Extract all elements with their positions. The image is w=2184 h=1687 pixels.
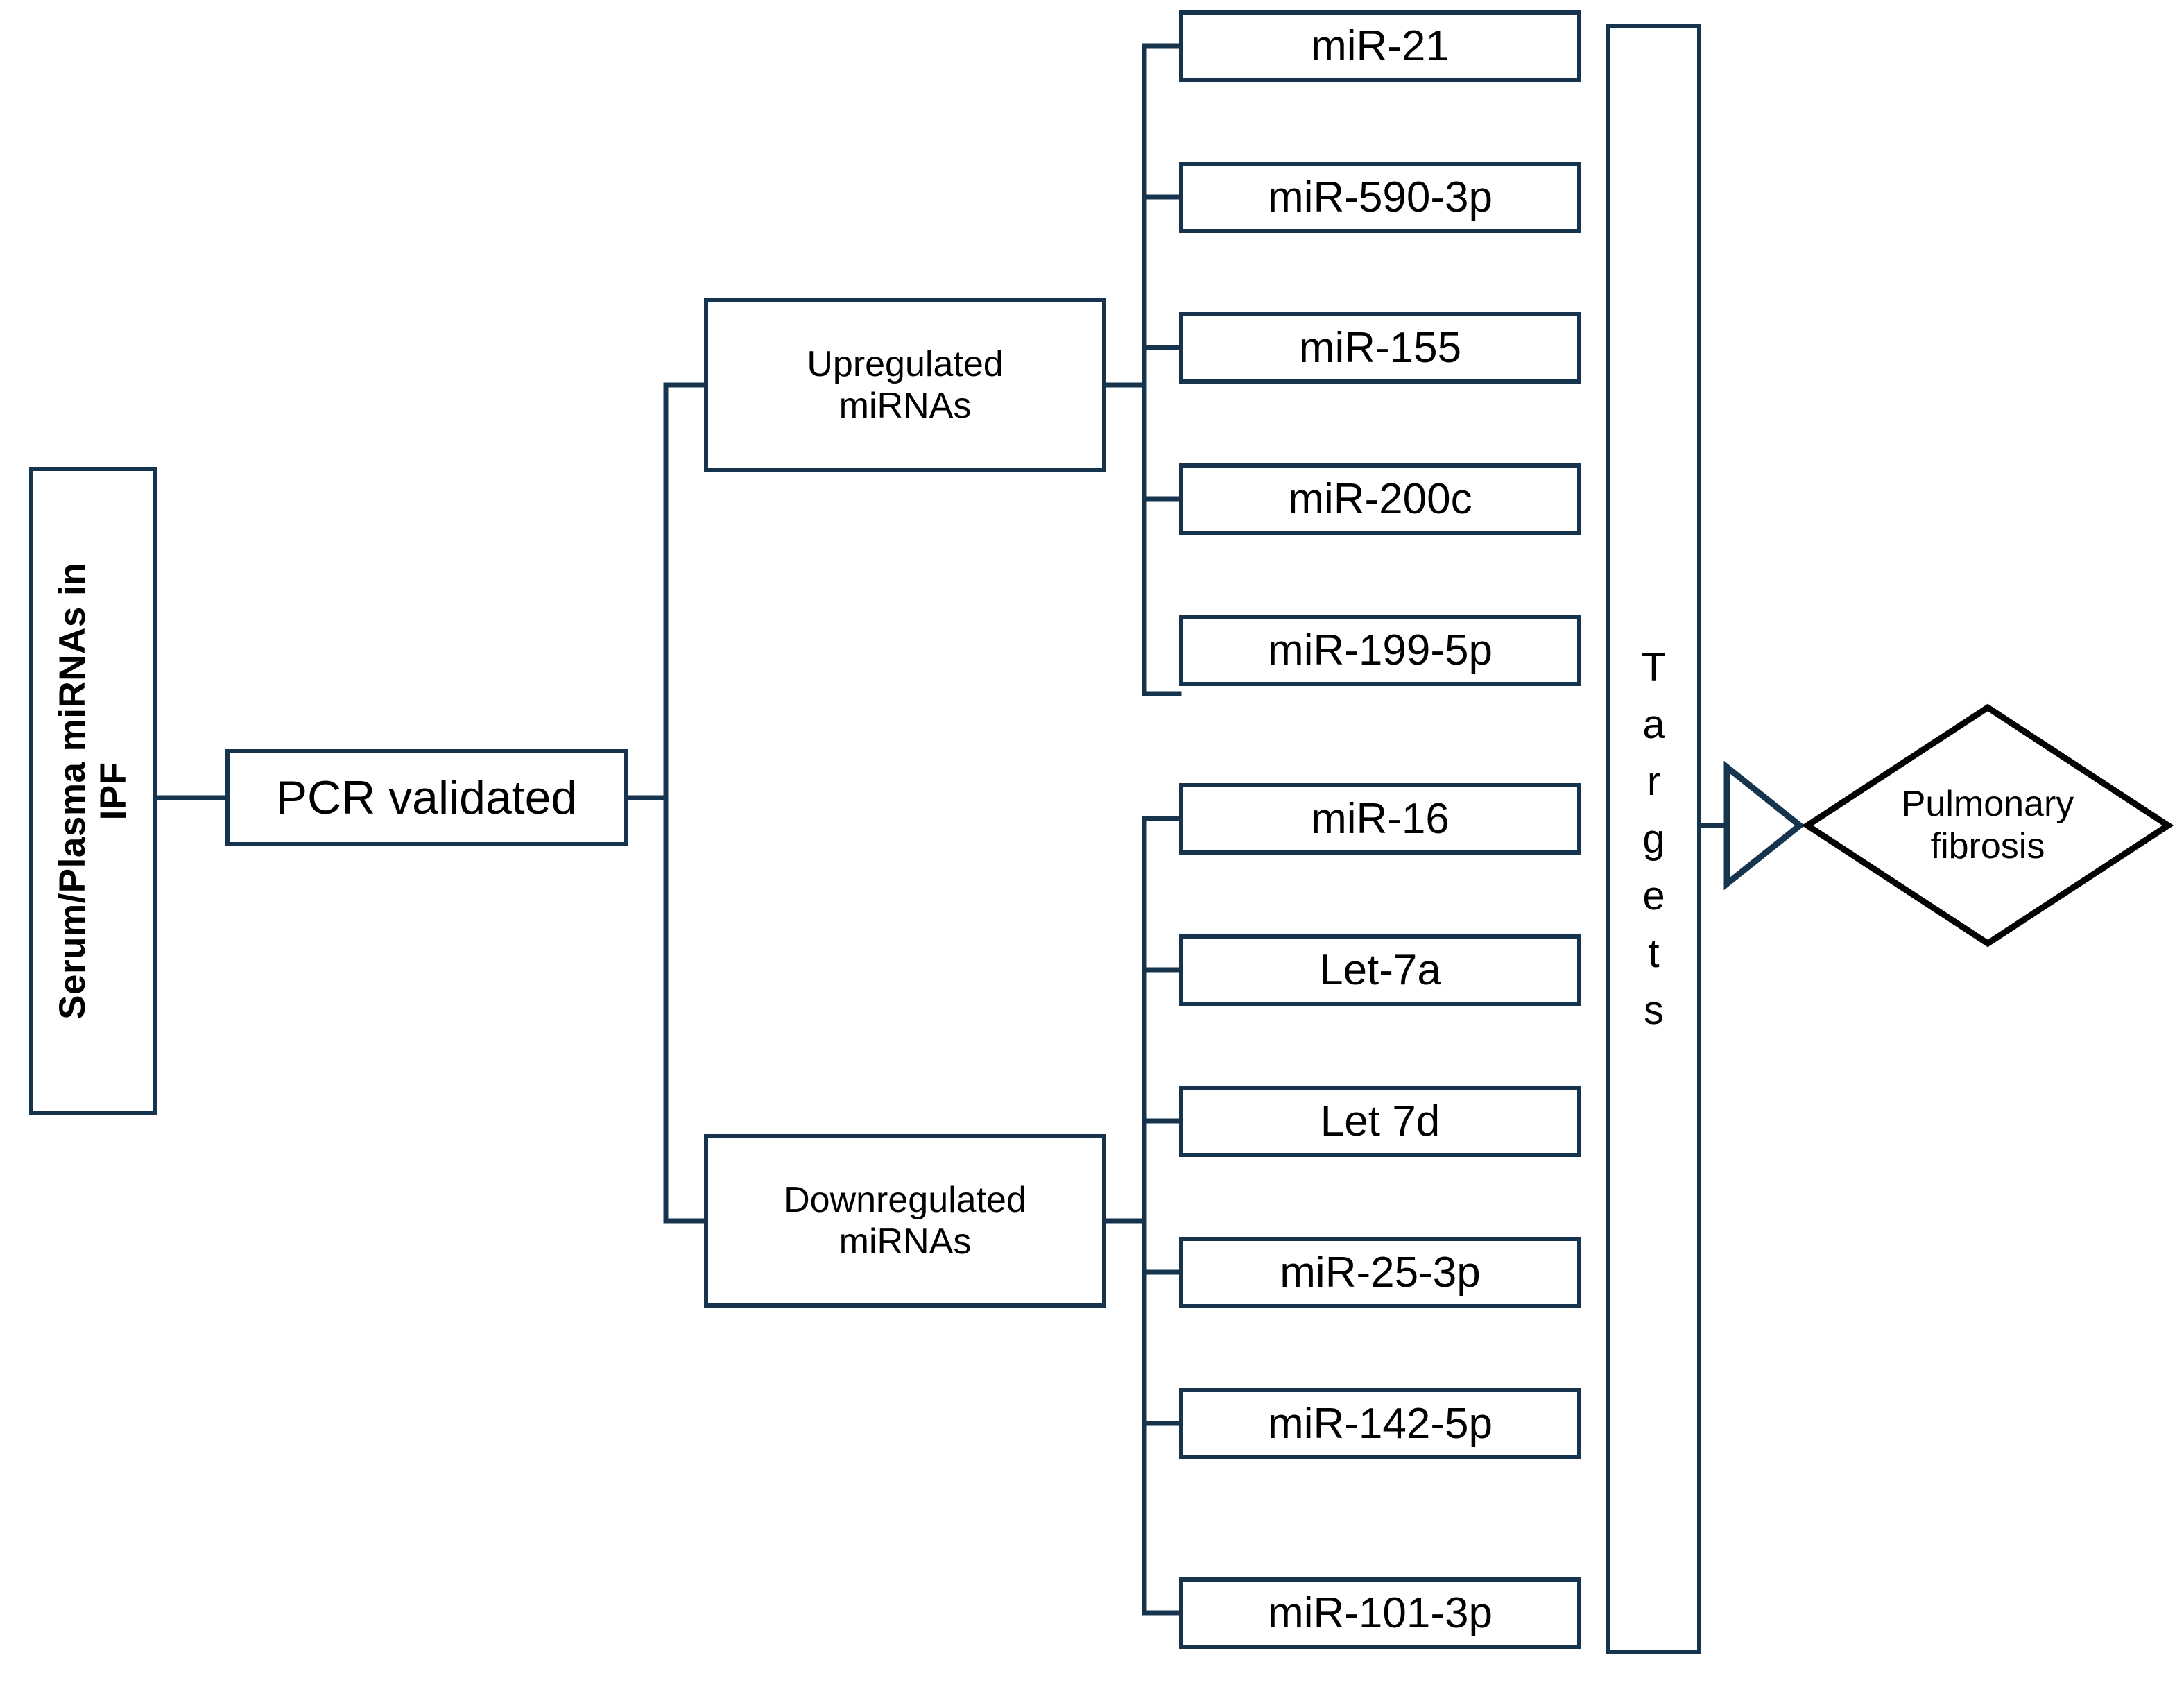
mirna-box-up-1[interactable]: miR-590-3p [1179,162,1581,233]
mirna-label: miR-590-3p [1268,173,1493,221]
mirna-label: miR-142-5p [1268,1400,1493,1448]
mirna-label: miR-200c [1288,475,1472,523]
pcr-validated-label: PCR validated [275,771,578,824]
targets-letter: r [1646,759,1661,805]
targets-letter: T [1641,644,1667,690]
mirna-box-down-1[interactable]: Let-7a [1179,934,1581,1006]
source-line-2: IPF [93,762,135,820]
mirna-box-down-3[interactable]: miR-25-3p [1179,1237,1581,1308]
source-sample-label: Serum/Plasma miRNAs in IPF [52,562,135,1019]
mirna-label: Let 7d [1320,1097,1441,1145]
mirna-label: miR-16 [1311,795,1450,843]
upregulated-line-2: miRNAs [839,386,972,426]
source-sample-box[interactable]: Serum/Plasma miRNAs in IPF [29,467,157,1115]
downregulated-mirnas-label: Downregulated miRNAs [784,1179,1026,1263]
targets-letter: t [1648,930,1660,976]
downregulated-line-1: Downregulated [784,1179,1026,1220]
targets-letter: g [1642,816,1665,862]
upregulated-mirnas-box[interactable]: Upregulated miRNAs [704,298,1106,472]
outcome-line-1: Pulmonary [1901,783,2074,824]
targets-letter: s [1644,987,1664,1033]
outcome-diamond-label: Pulmonary fibrosis [1807,708,2168,943]
mirna-box-down-2[interactable]: Let 7d [1179,1086,1581,1157]
targets-letter: a [1642,702,1665,748]
upregulated-line-1: Upregulated [807,343,1004,384]
mirna-label: miR-21 [1311,22,1450,70]
hollow-triangle-arrow [1723,760,1805,891]
outcome-diamond[interactable]: Pulmonary fibrosis [1807,708,2168,943]
mirna-box-down-4[interactable]: miR-142-5p [1179,1388,1581,1459]
mirna-label: miR-199-5p [1268,626,1493,674]
mirna-label: miR-101-3p [1268,1589,1493,1637]
source-line-1: Serum/Plasma miRNAs in [51,562,93,1020]
mirna-label: miR-155 [1298,324,1462,372]
downregulated-mirnas-box[interactable]: Downregulated miRNAs [704,1134,1106,1308]
outcome-line-2: fibrosis [1930,826,2045,866]
mirna-box-down-5[interactable]: miR-101-3p [1179,1577,1581,1649]
mirna-box-up-4[interactable]: miR-199-5p [1179,615,1581,686]
upregulated-mirnas-label: Upregulated miRNAs [807,343,1003,427]
pcr-validated-box[interactable]: PCR validated [225,749,628,846]
targets-box[interactable]: T a r g e t s [1606,24,1701,1654]
downregulated-line-2: miRNAs [839,1222,972,1262]
mirna-box-up-2[interactable]: miR-155 [1179,312,1581,384]
mirna-label: Let-7a [1319,946,1441,994]
mirna-label: miR-25-3p [1280,1249,1481,1296]
mirna-box-up-0[interactable]: miR-21 [1179,10,1581,82]
mirna-box-up-3[interactable]: miR-200c [1179,463,1581,535]
mirna-box-down-0[interactable]: miR-16 [1179,783,1581,855]
targets-letter: e [1642,873,1665,919]
